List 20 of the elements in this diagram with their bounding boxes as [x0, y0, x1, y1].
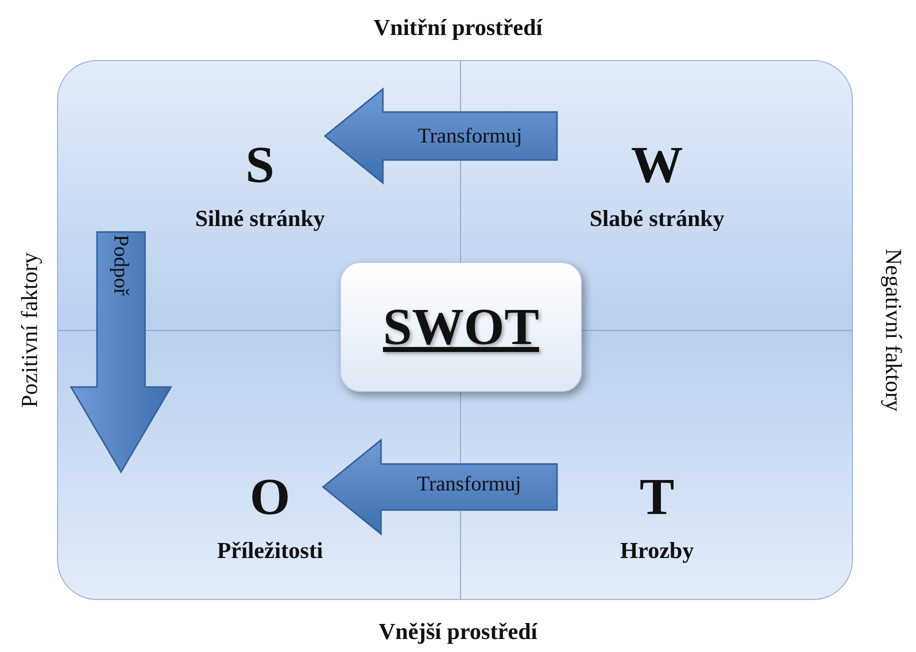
- block-arrow: [70, 231, 172, 474]
- quadrant-letter: W: [631, 140, 683, 192]
- edge-label: Transformuj: [416, 474, 522, 494]
- center-title: SWOT: [382, 298, 540, 356]
- quadrant-name: Hrozby: [620, 538, 694, 564]
- center-box: [340, 262, 582, 392]
- quadrant-letter: S: [246, 140, 274, 192]
- side-label: Pozitivní faktory: [17, 252, 43, 408]
- edge-label: Transformuj: [418, 126, 522, 146]
- quadrant-letter: O: [250, 472, 290, 524]
- block-arrow: [324, 87, 558, 185]
- block-arrow: [322, 438, 558, 536]
- quadrant-name: Slabé stránky: [590, 206, 724, 232]
- side-label: Negativní faktory: [880, 248, 906, 412]
- quadrant-name: Silné stránky: [195, 206, 325, 232]
- heading-label: Vnitřní prostředí: [374, 15, 542, 41]
- heading-label: Vnější prostředí: [378, 619, 538, 645]
- quadrant-name: Příležitosti: [217, 538, 323, 564]
- quadrant-letter: T: [640, 472, 674, 524]
- edge-label: Podpoř: [110, 234, 132, 295]
